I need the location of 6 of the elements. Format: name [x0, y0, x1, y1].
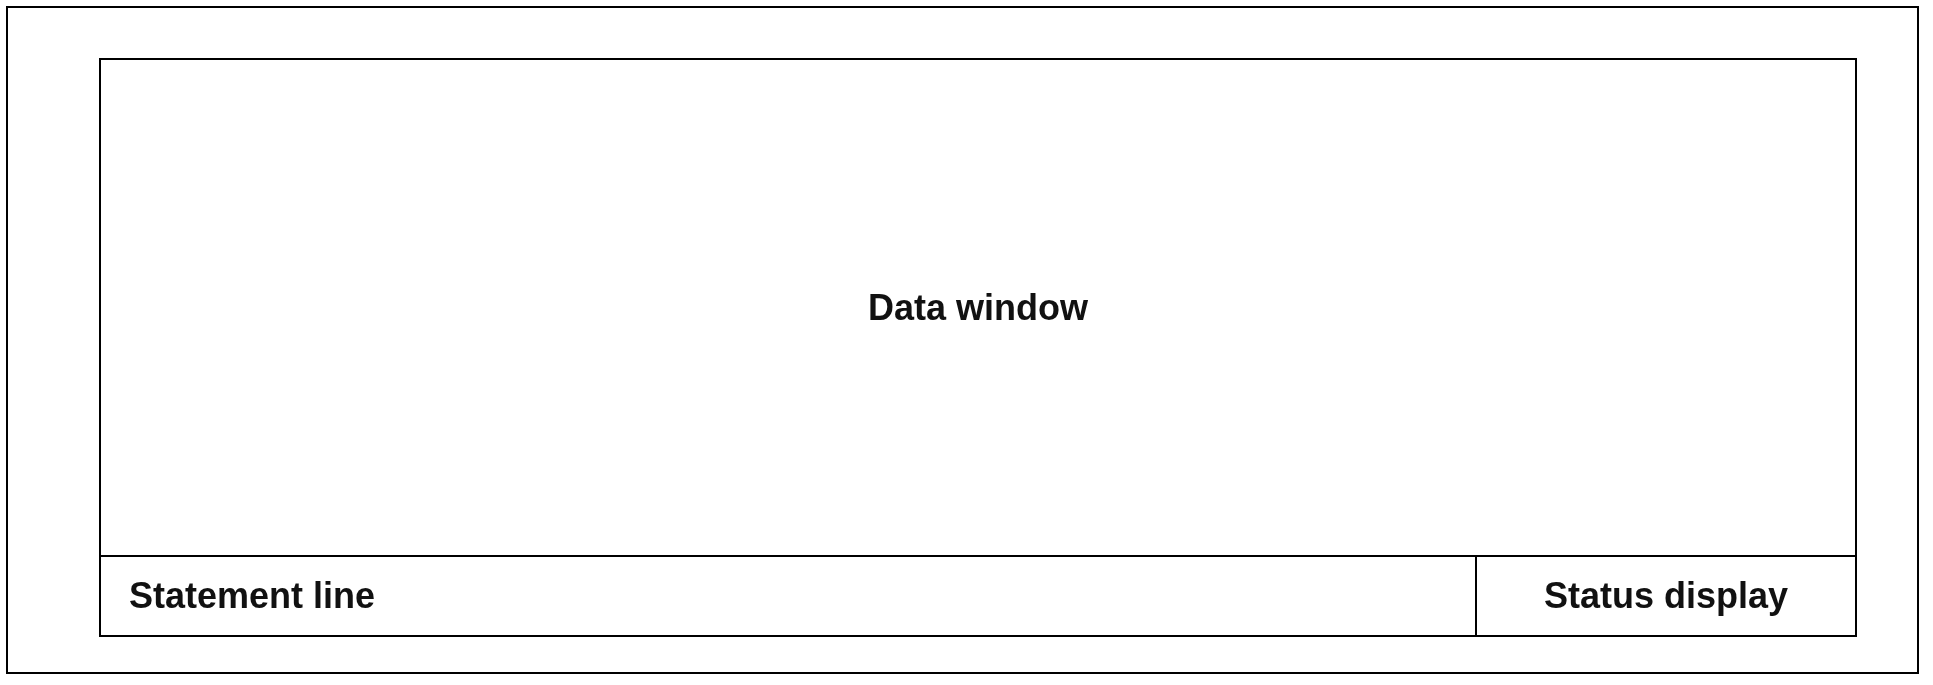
panel-label: Data window: [868, 286, 1088, 329]
panel-box: [1475, 555, 1857, 637]
panel-box: [99, 58, 1857, 557]
panel-label: Status display: [1543, 575, 1789, 617]
panel-box: [99, 555, 1477, 637]
panel-label: Statement line: [129, 575, 376, 617]
